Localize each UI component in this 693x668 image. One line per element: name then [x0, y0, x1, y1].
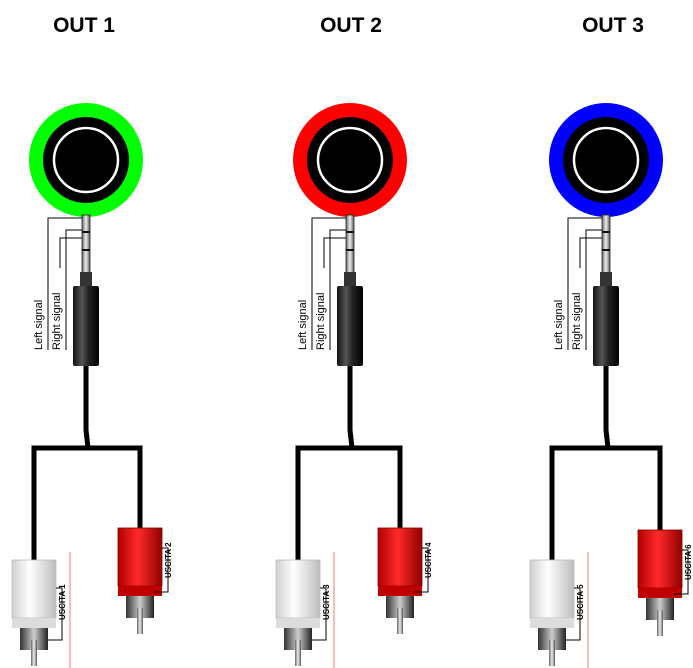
out-2-jack-inner-ring [316, 126, 384, 194]
out-2-white-label-bracket [312, 587, 327, 641]
out-1-white-label-bracket [48, 587, 63, 641]
out-3-title: OUT 3 [582, 14, 644, 37]
out-1-left-signal-label: Left signal [33, 300, 45, 350]
out-2-white-plug-body [275, 559, 321, 619]
out-1-red-label-bracket [154, 547, 169, 593]
out-3-right-signal-tick [579, 237, 602, 268]
out-1-red-plug-pin [137, 608, 143, 634]
out-3-right-signal-line [585, 229, 602, 350]
out-2-right-signal-label: Right signal [315, 293, 327, 350]
out-2-white-plug-collar [276, 618, 320, 628]
out-1-plug-barrel [73, 286, 99, 366]
out-1-plug-collar [80, 272, 92, 286]
out-1-jack-inner-ring [52, 126, 120, 194]
out-1-red-plug-body [117, 527, 163, 587]
out-2-plug-tip [345, 214, 355, 276]
out-1-right-signal-label: Right signal [51, 293, 63, 350]
out-3-white-plug-body [529, 559, 575, 619]
out-1-left-signal-line [47, 217, 82, 350]
out-1-white-plug-label: USCITA 1 [58, 584, 67, 620]
out-2-red-plug-pin [397, 608, 403, 634]
out-1-red-plug-collar [118, 586, 162, 596]
out-1-white-plug-shield [20, 628, 48, 650]
out-1-white-plug-pin [31, 640, 37, 666]
out-3-red-plug-label: USCITA 6 [684, 544, 693, 580]
out-3-white-plug-pin [549, 640, 555, 666]
out-3-cable-split [549, 445, 663, 560]
out-2-white-plug-label: USCITA 3 [322, 584, 331, 620]
out-3-plug-barrel [593, 286, 619, 366]
out-2-red-plug-collar [378, 586, 422, 596]
out-2-right-signal-line [329, 229, 346, 350]
out-2-white-plug-pin [295, 640, 301, 666]
out-1-jack-hole [61, 135, 111, 185]
out-3-plug-tip [601, 214, 611, 276]
out-3-red-plug-pin [657, 610, 663, 636]
out-2-left-signal-label: Left signal [297, 300, 309, 350]
out-1-cable-trunk [83, 366, 91, 449]
out-3-white-plug-shield [538, 628, 566, 650]
out-2-plug-barrel [337, 286, 363, 366]
out-2-title: OUT 2 [320, 14, 382, 37]
out-3-white-plug-collar [530, 618, 574, 628]
out-3-plug-collar [600, 272, 612, 286]
out-2-jack-hole [325, 135, 375, 185]
out-2-right-signal-tick [323, 237, 346, 268]
out-3-left-signal-label: Left signal [553, 300, 565, 350]
out-3-white-label-bracket [566, 587, 581, 641]
out-3-jack-hole [581, 135, 631, 185]
out-3-white-plug-label: USCITA 5 [576, 584, 585, 620]
out-1-red-plug-shield [126, 596, 154, 618]
out-3-jack-inner-ring [572, 126, 640, 194]
out-3-red-plug-collar [638, 588, 682, 598]
out-3-left-signal-line [567, 217, 602, 350]
out-3-right-signal-label: Right signal [571, 293, 583, 350]
out-1-cable-split [31, 445, 143, 560]
out-1-right-signal-tick [59, 237, 82, 268]
out-1-red-plug-label: USCITA 2 [164, 542, 173, 578]
out-1-plug-tip [81, 214, 91, 276]
out-2-plug-collar [344, 272, 356, 286]
out-1-title: OUT 1 [53, 14, 115, 37]
out-2-red-label-bracket [414, 547, 429, 593]
out-3-cable-trunk [603, 366, 611, 449]
out-2-left-signal-line [311, 217, 346, 350]
out-2-red-plug-label: USCITA 4 [424, 542, 433, 578]
out-2-red-plug-shield [386, 596, 414, 618]
out-1-right-signal-line [65, 229, 82, 350]
out-1-white-plug-collar [12, 618, 56, 628]
out-2-cable-split [295, 445, 403, 560]
out-2-cable-trunk [347, 366, 355, 449]
out-3-red-plug-body [637, 529, 683, 589]
out-2-white-plug-shield [284, 628, 312, 650]
out-2-red-plug-body [377, 527, 423, 587]
out-1-white-plug-body [11, 559, 57, 619]
out-3-red-plug-shield [646, 598, 674, 620]
out-3-red-label-bracket [674, 549, 689, 595]
